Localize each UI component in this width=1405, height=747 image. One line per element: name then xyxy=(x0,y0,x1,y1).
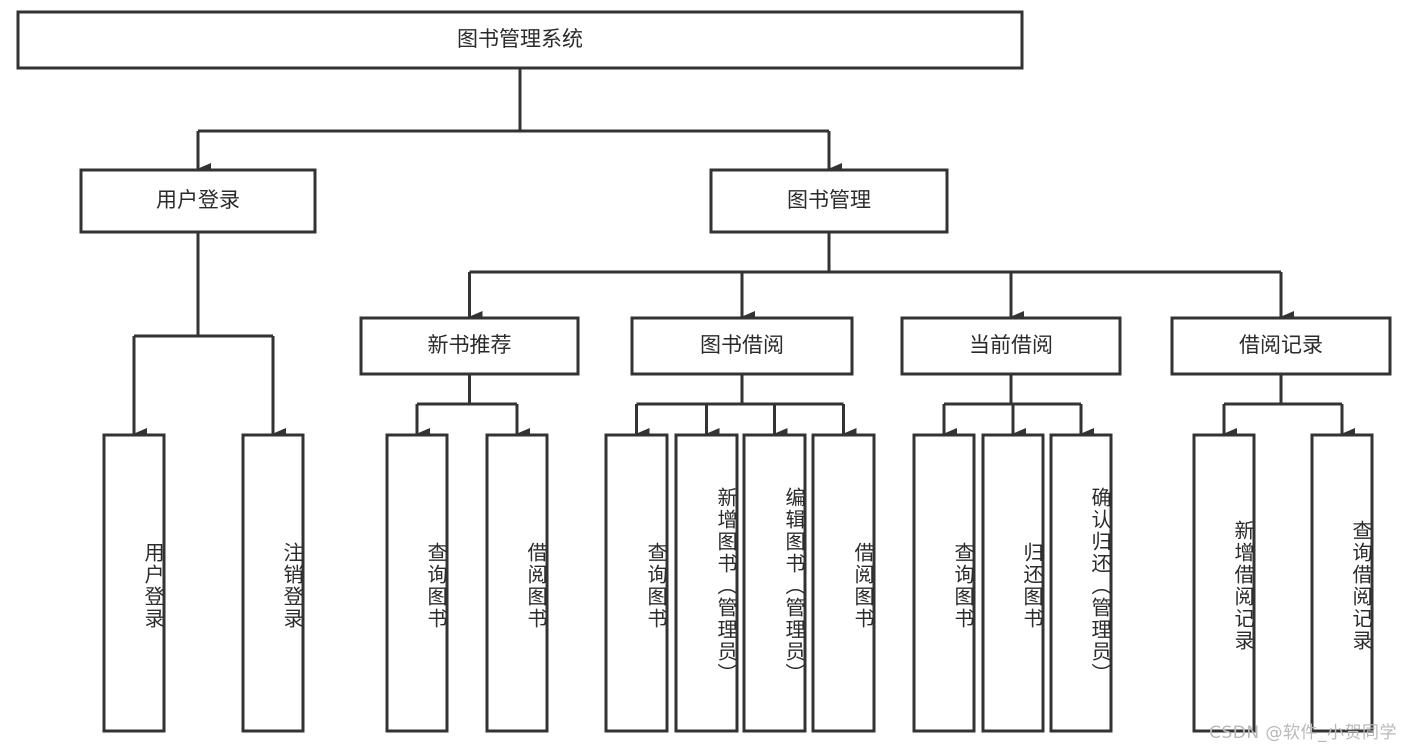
node-box-leaf-return-book[interactable] xyxy=(981,433,1045,733)
node-box-leaf-edit-book[interactable] xyxy=(742,433,807,733)
node-box-book-borrow[interactable] xyxy=(630,316,854,376)
node-box-leaf-query-book-recommend[interactable] xyxy=(385,433,449,733)
node-box-leaf-borrow-book-recommend[interactable] xyxy=(485,433,549,733)
node-boxes xyxy=(16,10,1392,733)
node-box-leaf-user-login[interactable] xyxy=(102,433,166,733)
node-box-leaf-confirm-return[interactable] xyxy=(1049,433,1113,733)
node-box-root[interactable] xyxy=(16,10,1024,70)
node-box-leaf-add-borrow-record[interactable] xyxy=(1192,433,1256,733)
node-box-leaf-add-book[interactable] xyxy=(674,433,739,733)
node-box-borrow-record[interactable] xyxy=(1170,316,1392,376)
node-box-leaf-logout[interactable] xyxy=(241,433,305,733)
node-box-leaf-query-book-current[interactable] xyxy=(912,433,976,733)
node-box-user-login[interactable] xyxy=(79,168,317,234)
node-box-book-manage[interactable] xyxy=(709,168,949,234)
node-box-current-borrow[interactable] xyxy=(900,316,1122,376)
node-box-new-book-recommend[interactable] xyxy=(359,316,580,376)
node-box-leaf-borrow-book[interactable] xyxy=(811,433,876,733)
watermark-text: CSDN @软件_小贺同学 xyxy=(1209,723,1397,743)
node-box-leaf-query-borrow-record[interactable] xyxy=(1310,433,1374,733)
connector-lines xyxy=(132,68,1355,440)
node-box-leaf-query-book-borrow[interactable] xyxy=(604,433,669,733)
